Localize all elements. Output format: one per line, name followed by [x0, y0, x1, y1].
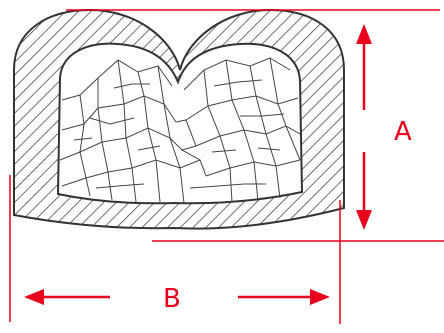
dimension-b: B — [9, 175, 341, 324]
sponge-core — [56, 42, 304, 205]
arrow-left-icon — [24, 289, 110, 305]
cell-network — [59, 57, 301, 204]
dimension-a-label: A — [394, 117, 412, 147]
dimension-b-label: B — [163, 284, 181, 314]
arrow-right-icon — [238, 289, 330, 305]
dimension-a: A — [66, 9, 444, 242]
arrow-up-icon — [356, 24, 372, 110]
arrow-down-icon — [356, 152, 372, 230]
